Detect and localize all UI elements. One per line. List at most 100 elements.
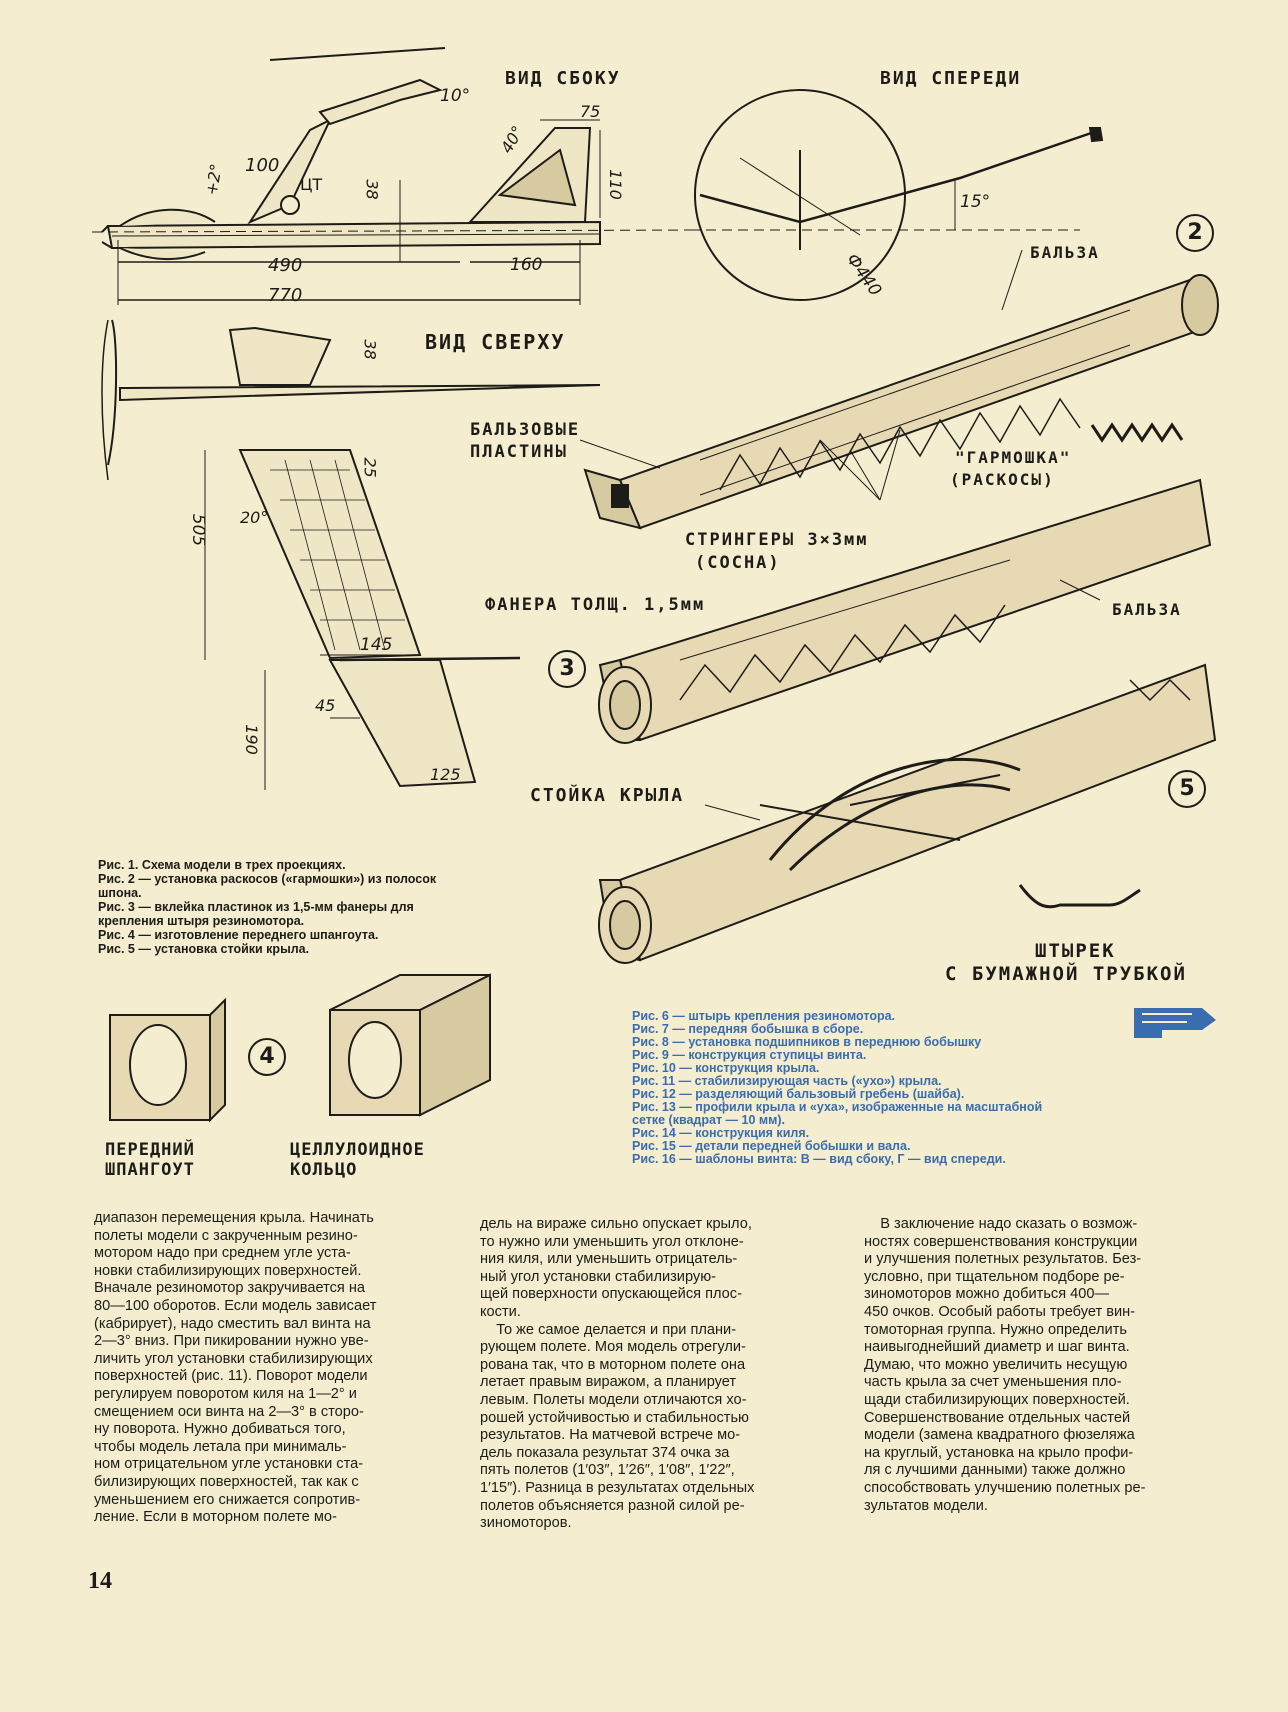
text-line: левым. Полеты модели отличаются хо- xyxy=(480,1391,747,1408)
front-frame-label-1: ПЕРЕДНИЙ xyxy=(105,1140,195,1160)
text-line: ния киля, или уменьшить отрицатель- xyxy=(480,1251,738,1268)
dim-160: 160 xyxy=(510,255,543,275)
balsa-label-mid: БАЛЬЗА xyxy=(1112,600,1182,619)
text-column-2: дель на вираже сильно опускает крыло, то… xyxy=(480,1216,825,1533)
text-line: билизирующих поверхностей, так как с xyxy=(94,1473,359,1490)
caption-line: Рис. 10 — конструкция крыла. xyxy=(632,1061,820,1075)
front-view-label: ВИД СПЕРЕДИ xyxy=(880,68,1022,89)
text-line: кости. xyxy=(480,1303,521,1320)
fig5-fuselage xyxy=(598,663,1217,964)
text-line: (кабрирует), надо сместить вал винта на xyxy=(94,1315,371,1332)
stringers-label-1: СТРИНГЕРЫ 3×3мм xyxy=(685,530,869,550)
accordion-label-1: "ГАРМОШКА" xyxy=(955,448,1072,467)
figure-number-2: 2 xyxy=(1176,214,1214,252)
balsa-label-top: БАЛЬЗА xyxy=(1030,243,1100,262)
caption-line: Рис. 4 — изготовление переднего шпангоут… xyxy=(98,928,379,942)
dim-490: 490 xyxy=(268,255,303,276)
text-line: диапазон перемещения крыла. Начинать xyxy=(94,1210,374,1226)
text-line: томоторная группа. Нужно определить xyxy=(864,1321,1127,1338)
text-column-1: диапазон перемещения крыла. Начинать пол… xyxy=(94,1210,439,1527)
caption-line: Рис. 5 — установка стойки крыла. xyxy=(98,942,310,956)
celluloid-label-1: ЦЕЛЛУЛОИДНОЕ xyxy=(290,1140,425,1160)
stringers-label-2: (СОСНА) xyxy=(695,553,781,573)
text-line: дель показала результат 374 очка за xyxy=(480,1444,730,1461)
text-line: То же самое делается и при плани- xyxy=(480,1321,737,1338)
text-line: 2—3° вниз. При пикировании нужно уве- xyxy=(94,1333,369,1350)
pin-label-2: С БУМАЖНОЙ ТРУБКОЙ xyxy=(945,963,1187,985)
hand-pointer-icon xyxy=(1134,1008,1216,1038)
balsa-plates-label-2: ПЛАСТИНЫ xyxy=(470,442,568,462)
fig4-frames xyxy=(109,973,491,1123)
dim-145: 145 xyxy=(360,635,393,655)
text-line: ля с лучшими данными) также должно xyxy=(864,1462,1126,1479)
wing-strut-label: СТОЙКА КРЫЛА xyxy=(530,785,685,806)
text-column-3: В заключение надо сказать о возмож- ност… xyxy=(864,1216,1209,1515)
figure-number-3: 3 xyxy=(548,650,586,688)
fig3-fuselage xyxy=(598,478,1212,744)
text-line: то нужно или уменьшить угол отклоне- xyxy=(480,1233,744,1250)
text-line: рующем полете. Моя модель отрегули- xyxy=(480,1339,746,1356)
side-view-drawing xyxy=(91,47,701,305)
text-line: В заключение надо сказать о возмож- xyxy=(864,1216,1138,1232)
caption-line: Рис. 11 — стабилизирующая часть («ухо») … xyxy=(632,1074,942,1088)
text-line: условно, при тщательном подборе ре- xyxy=(864,1268,1125,1285)
side-view-label: ВИД СБОКУ xyxy=(505,68,621,89)
text-line: и улучшения полетных результатов. Без- xyxy=(864,1251,1142,1268)
figure-number-5: 5 xyxy=(1168,770,1206,808)
figure-number-4: 4 xyxy=(248,1038,286,1076)
text-line: полеты модели с закрученным резино- xyxy=(94,1227,358,1244)
dim-20deg: 20° xyxy=(240,508,269,527)
dim-110: 110 xyxy=(605,169,625,200)
text-line: модели (замена квадратного фюзеляжа xyxy=(864,1427,1135,1444)
text-line: мотором надо при среднем угле уста- xyxy=(94,1245,351,1262)
text-line: Совершенствование отдельных частей xyxy=(864,1409,1131,1426)
dim-125: 125 xyxy=(430,765,461,784)
text-line: ление. Если в моторном полете мо- xyxy=(94,1509,337,1526)
front-frame-label-2: ШПАНГОУТ xyxy=(105,1160,195,1180)
text-line: дель на вираже сильно опускает крыло, xyxy=(480,1216,752,1232)
dim-38-side: 38 xyxy=(362,179,382,200)
text-line: 1′15″). Разница в результатах отдельных xyxy=(480,1479,755,1496)
dim-25: 25 xyxy=(360,457,380,478)
text-line: рована так, что в моторном полете она xyxy=(480,1356,746,1373)
dim-38-top: 38 xyxy=(360,339,380,360)
caption-line: крепления штыря резиномотора. xyxy=(98,914,305,928)
caption-line: Рис. 1. Схема модели в трех проекциях. xyxy=(98,858,346,872)
celluloid-label-2: КОЛЬЦО xyxy=(290,1160,358,1180)
caption-line: Рис. 16 — шаблоны винта: В — вид сбоку, … xyxy=(632,1152,1006,1166)
balsa-plates-label-1: БАЛЬЗОВЫЕ xyxy=(470,420,581,440)
dim-15deg: 15° xyxy=(960,192,991,212)
text-line: чтобы модель летала при минималь- xyxy=(94,1438,347,1455)
text-line: способствовать улучшению полетных ре- xyxy=(864,1479,1146,1496)
caption-line: шпона. xyxy=(98,886,142,900)
cg-label: ЦТ xyxy=(300,175,323,194)
text-line: 450 очков. Особый работы требует вин- xyxy=(864,1303,1136,1320)
text-line: результатов. На матчевой встрече мо- xyxy=(480,1427,741,1444)
text-line: Думаю, что можно увеличить несущую xyxy=(864,1356,1128,1373)
front-view-drawing xyxy=(690,89,1104,301)
captions-left: Рис. 1. Схема модели в трех проекциях. Р… xyxy=(98,858,436,956)
plywood-label: ФАНЕРА ТОЛЩ. 1,5мм xyxy=(485,595,706,615)
text-line: новки стабилизирующих поверхностей. xyxy=(94,1262,362,1279)
caption-line: Рис. 3 — вклейка пластинок из 1,5-мм фан… xyxy=(98,900,414,914)
text-line: 80—100 оборотов. Если модель зависает xyxy=(94,1297,377,1314)
caption-line: Рис. 14 — конструкция киля. xyxy=(632,1126,810,1140)
caption-line: Рис. 7 — передняя бобышка в сборе. xyxy=(632,1022,864,1036)
text-line: ну поворота. Нужно добиваться того, xyxy=(94,1421,346,1438)
dim-100: 100 xyxy=(245,155,280,176)
top-view-drawing xyxy=(101,319,601,790)
text-line: щади стабилизирующих поверхностей. xyxy=(864,1391,1130,1408)
text-line: рошей устойчивостью и стабильностью xyxy=(480,1409,750,1426)
pin-drawing xyxy=(1018,884,1141,909)
caption-line: Рис. 9 — конструкция ступицы винта. xyxy=(632,1048,867,1062)
text-line: летает правым виражом, а планирует xyxy=(480,1374,737,1391)
text-line: часть крыла за счет уменьшения пло- xyxy=(864,1374,1122,1391)
text-line: ностях совершенствования конструкции xyxy=(864,1233,1138,1250)
text-line: личить угол установки стабилизирующих xyxy=(94,1350,373,1367)
pin-label-1: ШТЫРЕК xyxy=(1035,940,1116,962)
captions-right: Рис. 6 — штырь крепления резиномотора. Р… xyxy=(632,1010,1042,1166)
caption-line: Рис. 2 — установка раскосов («гармошки»)… xyxy=(98,872,437,886)
fig2-fuselage xyxy=(579,249,1219,530)
